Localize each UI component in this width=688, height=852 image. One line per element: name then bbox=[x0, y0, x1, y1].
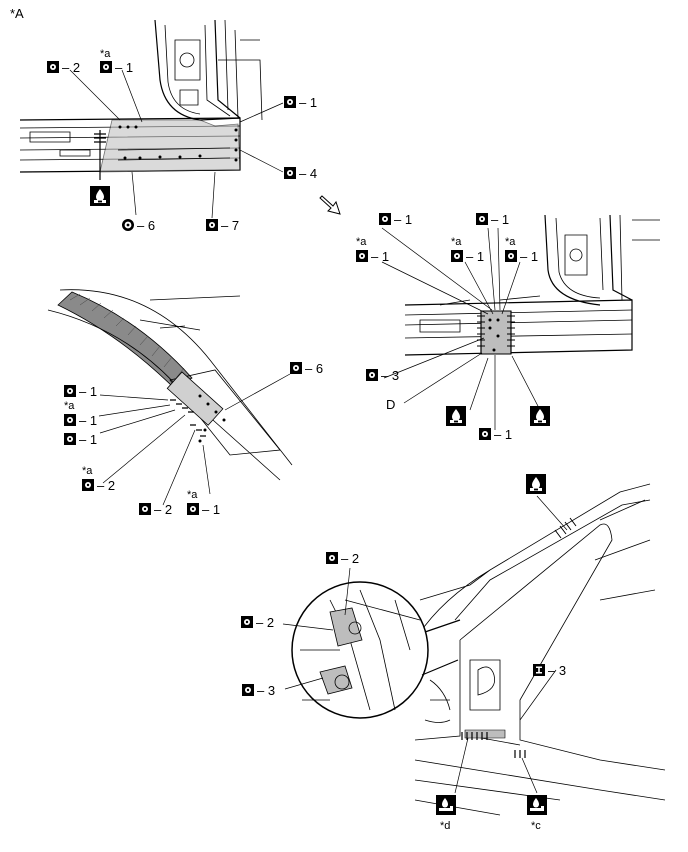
callout-ml-6: – 2 bbox=[139, 502, 172, 517]
view-bottom bbox=[291, 483, 666, 816]
svg-text:*a: *a bbox=[187, 489, 198, 501]
callout-ml-5: *a – 2 bbox=[82, 465, 115, 493]
callout-b-1: – 2 bbox=[326, 551, 359, 566]
svg-text:– 1: – 1 bbox=[299, 95, 317, 110]
svg-text:– 3: – 3 bbox=[381, 368, 399, 383]
svg-text:– 2: – 2 bbox=[256, 615, 274, 630]
view-top-right bbox=[404, 214, 660, 356]
view-top-left bbox=[19, 19, 263, 180]
svg-text:*a: *a bbox=[356, 236, 367, 248]
svg-text:– 1: – 1 bbox=[79, 432, 97, 447]
callout-tr-2: – 1 bbox=[476, 212, 509, 227]
sealer-icon bbox=[446, 406, 466, 426]
diagram-id: *A bbox=[10, 6, 24, 21]
callout-tl-1: – 2 bbox=[47, 60, 80, 75]
view-middle-left bbox=[47, 289, 293, 481]
svg-text:– 1: – 1 bbox=[494, 427, 512, 442]
callout-tr-1: – 1 bbox=[379, 212, 412, 227]
svg-text:*a: *a bbox=[451, 236, 462, 248]
sealer-applicator-icon bbox=[436, 795, 456, 815]
callout-tl-3: – 1 bbox=[284, 95, 317, 110]
callout-ml-1: – 6 bbox=[290, 361, 323, 376]
svg-text:– 4: – 4 bbox=[299, 166, 317, 181]
callout-ml-4: – 1 bbox=[64, 432, 97, 447]
svg-text:*a: *a bbox=[100, 48, 111, 60]
svg-text:– 2: – 2 bbox=[97, 478, 115, 493]
svg-text:– 2: – 2 bbox=[341, 551, 359, 566]
callout-b-3: – 3 bbox=[242, 683, 275, 698]
callout-tr-7: – 1 bbox=[479, 427, 512, 442]
callout-tl-4: – 4 bbox=[284, 166, 317, 181]
callout-ml-2: – 1 bbox=[64, 384, 97, 399]
letter-label-d: D bbox=[386, 397, 395, 412]
callout-ml-7: *a – 1 bbox=[187, 489, 220, 517]
svg-text:*a: *a bbox=[505, 236, 516, 248]
svg-text:– 6: – 6 bbox=[305, 361, 323, 376]
svg-text:– 1: – 1 bbox=[202, 502, 220, 517]
svg-text:– 3: – 3 bbox=[257, 683, 275, 698]
svg-text:– 1: – 1 bbox=[466, 249, 484, 264]
callout-tr-5: *a – 1 bbox=[505, 236, 538, 264]
svg-text:– 7: – 7 bbox=[221, 218, 239, 233]
callout-tr-6: – 3 bbox=[366, 368, 399, 383]
svg-text:*a: *a bbox=[82, 465, 93, 477]
svg-text:– 1: – 1 bbox=[491, 212, 509, 227]
callout-b-2: – 2 bbox=[241, 615, 274, 630]
svg-text:– 2: – 2 bbox=[154, 502, 172, 517]
svg-text:– 1: – 1 bbox=[79, 413, 97, 428]
svg-text:– 1: – 1 bbox=[115, 60, 133, 75]
sealer-note-d: *d bbox=[440, 820, 450, 832]
svg-text:– 3: – 3 bbox=[548, 663, 566, 678]
svg-text:– 6: – 6 bbox=[137, 218, 155, 233]
callout-ml-3: *a – 1 bbox=[64, 400, 97, 428]
callout-b-4: – 3 bbox=[533, 663, 566, 678]
svg-text:*a: *a bbox=[64, 400, 75, 412]
svg-text:– 1: – 1 bbox=[79, 384, 97, 399]
direction-arrow-icon bbox=[319, 195, 341, 215]
sealer-icon bbox=[526, 474, 546, 494]
sealer-icon bbox=[530, 406, 550, 426]
callout-tl-5: – 6 bbox=[122, 218, 155, 233]
callout-tl-2: *a – 1 bbox=[100, 48, 133, 75]
sealer-applicator-icon bbox=[527, 795, 547, 815]
svg-text:– 1: – 1 bbox=[520, 249, 538, 264]
callout-tl-6: – 7 bbox=[206, 218, 239, 233]
sealer-note-c: *c bbox=[531, 820, 541, 832]
callout-tr-4: *a – 1 bbox=[451, 236, 484, 264]
svg-text:– 1: – 1 bbox=[371, 249, 389, 264]
callout-tr-3: *a – 1 bbox=[356, 236, 389, 264]
svg-text:– 1: – 1 bbox=[394, 212, 412, 227]
sealer-icon bbox=[90, 186, 110, 206]
svg-text:– 2: – 2 bbox=[62, 60, 80, 75]
